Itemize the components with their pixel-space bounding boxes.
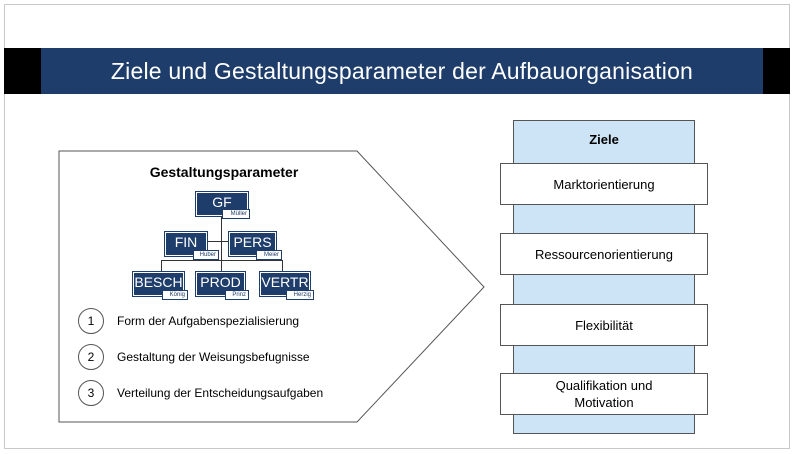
goal-label-3: Flexibilität	[575, 317, 633, 333]
item-text-3: Verteilung der Entscheidungsaufgaben	[117, 386, 324, 400]
org-name-vertr: Herzig	[286, 290, 314, 300]
title-bar: Ziele und Gestaltungsparameter der Aufba…	[4, 48, 790, 94]
org-line-gf-down	[221, 216, 222, 273]
org-code-gf: GF	[212, 194, 232, 210]
gestaltung-heading: Gestaltungsparameter	[149, 164, 299, 180]
org-name-pers: Meier	[256, 250, 282, 260]
org-code-prod: PROD	[200, 274, 241, 290]
item-number-3: 3	[78, 380, 104, 406]
goal-label-4a: Qualifikation und	[555, 378, 653, 393]
org-code-fin: FIN	[174, 234, 198, 250]
org-line-fin-pers	[205, 241, 229, 242]
org-line-besch	[161, 260, 162, 272]
goal-box-3: Flexibilität	[500, 304, 708, 346]
org-line-vertr	[282, 260, 283, 272]
goal-label-2: Ressourcenorientierung	[534, 246, 674, 262]
org-box-vertr: VERTR	[260, 272, 310, 296]
org-name-fin: Huber	[193, 250, 219, 260]
goal-box-4: Qualifikation und Motivation	[500, 373, 708, 415]
org-line-level2	[161, 260, 282, 261]
ziele-heading: Ziele	[589, 132, 619, 147]
org-box-pers: PERS	[229, 232, 276, 256]
goal-box-1: Marktorientierung	[500, 163, 708, 205]
item-number-1: 1	[78, 308, 104, 334]
goal-label-1: Marktorientierung	[553, 176, 655, 192]
org-name-gf: Müller	[222, 209, 250, 219]
org-code-vertr: VERTR	[261, 274, 309, 290]
org-code-pers: PERS	[233, 234, 272, 250]
goal-box-2: Ressourcenorientierung	[500, 233, 708, 275]
goal-label-4b: Motivation	[574, 395, 634, 410]
item-number-2: 2	[78, 344, 104, 370]
org-name-prod: Prinz	[225, 290, 249, 300]
org-code-besch: BESCH	[134, 274, 183, 290]
item-text-1: Form der Aufgabenspezialisierung	[117, 314, 300, 328]
org-name-besch: König	[162, 290, 188, 300]
item-text-2: Gestaltung der Weisungsbefugnisse	[117, 350, 310, 364]
slide-title: Ziele und Gestaltungsparameter der Aufba…	[41, 48, 763, 94]
